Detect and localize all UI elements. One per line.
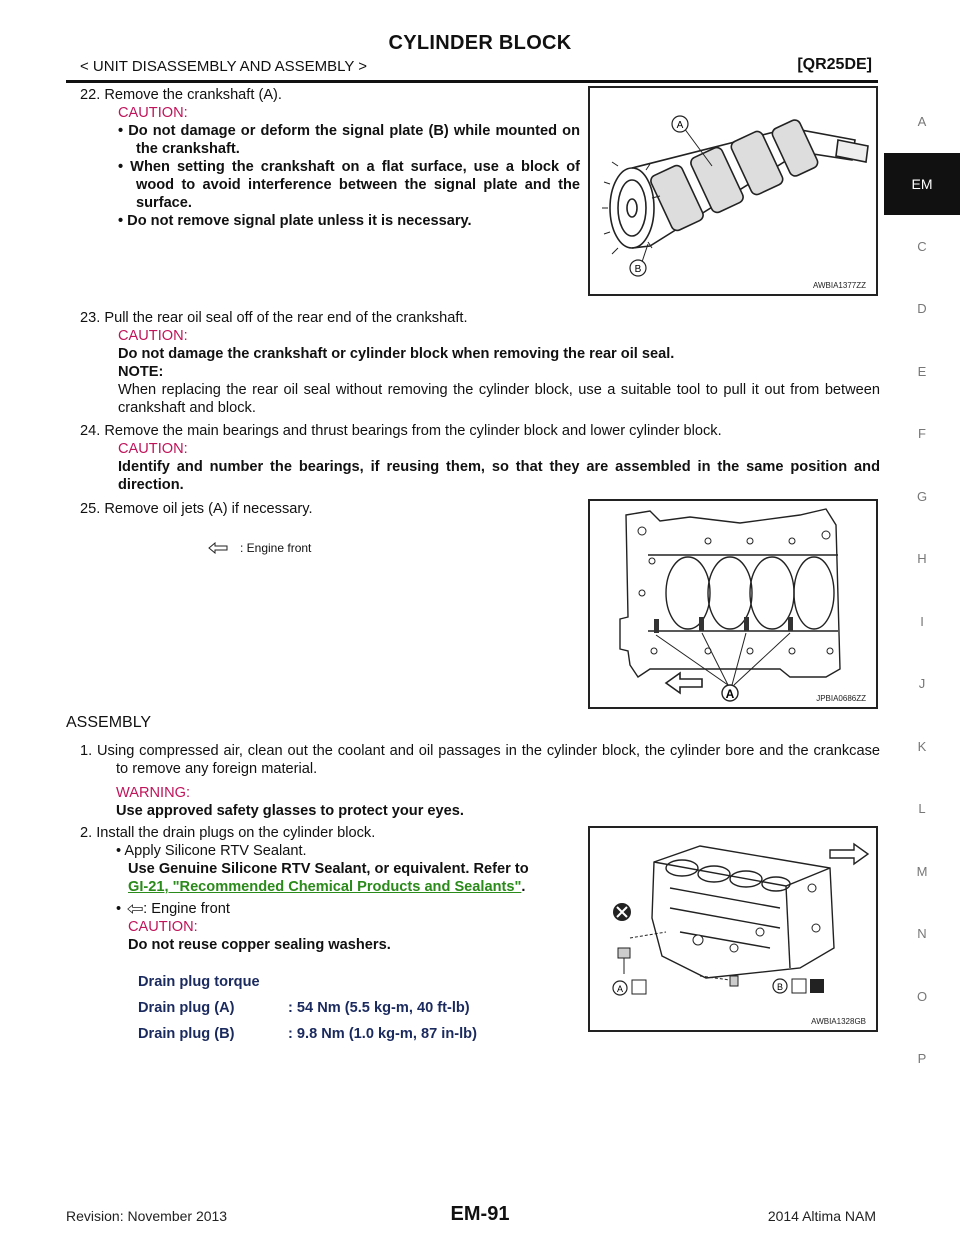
engine-code: [QR25DE] xyxy=(797,56,872,73)
cylinder-block-illustration: A xyxy=(619,508,841,702)
caution-label: CAUTION: xyxy=(118,328,188,344)
section-tab-a[interactable]: A xyxy=(917,113,927,129)
section-tab-c[interactable]: C xyxy=(917,238,927,254)
torque-row: Drain plug (B) : 9.8 Nm (1.0 kg-m, 87 in… xyxy=(138,1023,477,1045)
torque-title: Drain plug torque xyxy=(138,974,260,990)
caution-text: Do not reuse copper sealing washers. xyxy=(128,937,391,953)
section-tab-g[interactable]: G xyxy=(916,488,928,504)
section-tab-d[interactable]: D xyxy=(917,301,927,317)
header-divider xyxy=(66,80,878,83)
model-name: 2014 Altima NAM xyxy=(767,1208,876,1224)
page-title: CYLINDER BLOCK xyxy=(388,32,572,54)
page-number: EM-91 xyxy=(450,1203,510,1225)
cylinder-block-figure: A JPBIA0686ZZ xyxy=(588,499,878,709)
caution-bullet-1: • Do not damage or deform the signal pla… xyxy=(118,123,580,157)
section-tab-l[interactable]: L xyxy=(918,801,926,817)
section-tab-h[interactable]: H xyxy=(917,551,927,567)
fig2-label-a: A xyxy=(726,687,735,701)
section-tab-i[interactable]: I xyxy=(920,613,924,629)
section-tab-e[interactable]: E xyxy=(917,363,927,379)
engine-front-legend: : Engine front xyxy=(208,541,311,555)
engine-front-arrow-icon xyxy=(208,542,228,554)
crankshaft-figure: A B AWBIA1377ZZ xyxy=(588,86,878,296)
assembly-step-1: 1. Using compressed air, clean out the c… xyxy=(80,742,880,820)
drain-plug-illustration: A B xyxy=(612,842,870,996)
warning-text: Use approved safety glasses to protect y… xyxy=(116,803,464,819)
fig1-label-a: A xyxy=(677,120,684,131)
section-tab-f[interactable]: F xyxy=(918,426,926,442)
step-24-text: 24. Remove the main bearings and thrust … xyxy=(80,423,722,439)
caution-bullet-3: • Do not remove signal plate unless it i… xyxy=(118,213,472,229)
crankshaft-illustration: A B xyxy=(602,115,869,277)
torque-row: Drain plug (A) : 54 Nm (5.5 kg-m, 40 ft-… xyxy=(138,997,477,1019)
torque-value: : 54 Nm (5.5 kg-m, 40 ft-lb) xyxy=(288,1000,470,1016)
legend-text: : Engine front xyxy=(240,541,312,555)
engine-front-text: : Engine front xyxy=(143,901,230,917)
fig1-code: AWBIA1377ZZ xyxy=(812,281,866,290)
caution-bullet-2: • When setting the crankshaft on a flat … xyxy=(118,159,580,211)
section-tab-n[interactable]: N xyxy=(917,926,927,942)
step-23: 23. Pull the rear oil seal off of the re… xyxy=(80,309,880,417)
fig3-code: AWBIA1328GB xyxy=(811,1017,866,1026)
assembly-step-2: 2. Install the drain plugs on the cylind… xyxy=(80,824,580,954)
torque-label: Drain plug (B) xyxy=(138,1026,235,1042)
step-22-text: 22. Remove the crankshaft (A). xyxy=(80,87,282,103)
section-tab-k[interactable]: K xyxy=(917,738,927,754)
caution-text: Identify and number the bearings, if reu… xyxy=(118,459,880,493)
fig3-label-a: A xyxy=(617,984,623,994)
revision-date: Revision: November 2013 xyxy=(66,1208,228,1224)
note-label: NOTE: xyxy=(118,364,164,380)
torque-value: : 9.8 Nm (1.0 kg-m, 87 in-lb) xyxy=(288,1026,477,1042)
section-breadcrumb: < UNIT DISASSEMBLY AND ASSEMBLY > xyxy=(80,58,368,75)
caution-label: CAUTION: xyxy=(128,919,198,935)
sealant-text: Use Genuine Silicone RTV Sealant, or equ… xyxy=(128,861,529,877)
caution-text: Do not damage the crankshaft or cylinder… xyxy=(118,346,675,362)
section-tab-j[interactable]: J xyxy=(918,676,926,692)
step-25-text: 25. Remove oil jets (A) if necessary. xyxy=(80,501,313,517)
engine-front-arrow-icon xyxy=(127,904,143,914)
section-tabs: A EM C D E F G H I J K L M N O P xyxy=(884,90,960,1090)
sealant-bullet: • Apply Silicone RTV Sealant. xyxy=(116,843,307,859)
fig3-label-b: B xyxy=(777,982,783,992)
caution-label: CAUTION: xyxy=(118,105,188,121)
caution-label: CAUTION: xyxy=(118,441,188,457)
fig1-label-b: B xyxy=(635,264,642,275)
section-tab-m[interactable]: M xyxy=(916,863,928,879)
section-tab-em[interactable]: EM xyxy=(884,152,960,215)
sealant-link-period: . xyxy=(521,879,526,895)
drain-plug-figure: A B AWBIA1328GB xyxy=(588,826,878,1032)
step-22: 22. Remove the crankshaft (A). CAUTION: … xyxy=(80,86,580,230)
fig2-code: JPBIA0686ZZ xyxy=(816,694,866,703)
note-text: When replacing the rear oil seal without… xyxy=(118,382,880,416)
torque-table: Drain plug torque Drain plug (A) : 54 Nm… xyxy=(138,971,477,1045)
assembly-heading: ASSEMBLY xyxy=(66,714,152,731)
engine-front-bullet: • : Engine front xyxy=(116,901,230,917)
torque-label: Drain plug (A) xyxy=(138,1000,235,1016)
step-24: 24. Remove the main bearings and thrust … xyxy=(80,422,880,494)
section-tab-o[interactable]: O xyxy=(916,988,928,1004)
warning-label: WARNING: xyxy=(116,785,191,801)
section-tab-p[interactable]: P xyxy=(917,1051,927,1067)
sealant-reference-link[interactable]: GI-21, "Recommended Chemical Products an… xyxy=(128,879,522,895)
assembly-step-1-text: 1. Using compressed air, clean out the c… xyxy=(80,743,880,777)
step-23-text: 23. Pull the rear oil seal off of the re… xyxy=(80,310,468,326)
assembly-step-2-text: 2. Install the drain plugs on the cylind… xyxy=(80,825,376,841)
step-25: 25. Remove oil jets (A) if necessary. xyxy=(80,500,560,518)
